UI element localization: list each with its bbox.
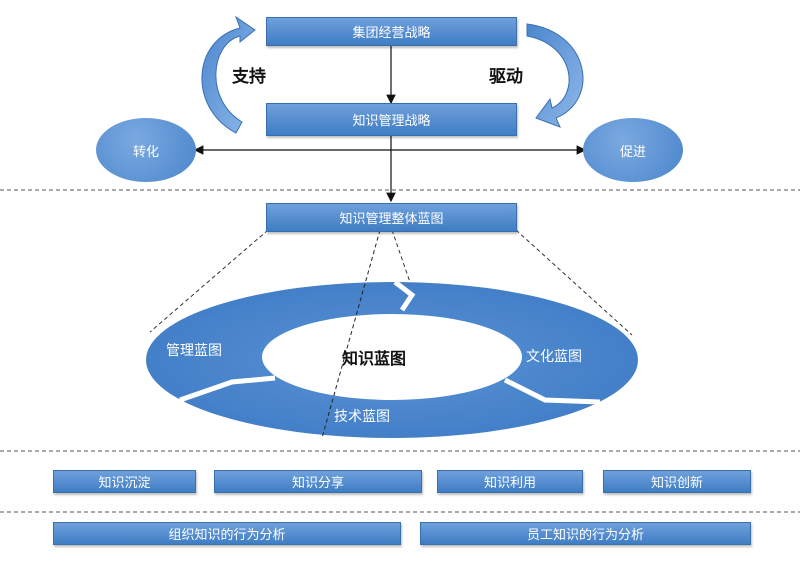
technology-blueprint-label: 技术蓝图 — [334, 409, 390, 425]
knowledge-sharing-box[interactable]: 知识分享 — [214, 470, 422, 493]
ring-gap-right — [503, 377, 601, 405]
km-strategy-box[interactable]: 知识管理战略 — [266, 103, 517, 136]
org-behavior-analysis-label: 组织知识的行为分析 — [168, 528, 286, 543]
overall-blueprint-label: 知识管理整体蓝图 — [339, 212, 444, 227]
knowledge-utilization-label: 知识利用 — [483, 476, 536, 491]
group-strategy-label: 集团经营战略 — [352, 26, 431, 41]
knowledge-deposit-label: 知识沉淀 — [98, 476, 151, 491]
support-label: 支持 — [232, 67, 266, 87]
km-strategy-label: 知识管理战略 — [352, 114, 431, 129]
ring-segment — [146, 282, 638, 438]
projection-line-left — [149, 229, 269, 333]
org-behavior-analysis-box[interactable]: 组织知识的行为分析 — [53, 522, 401, 545]
ring-gap-left — [179, 375, 276, 403]
projection-line-center — [391, 229, 413, 289]
knowledge-deposit-box[interactable]: 知识沉淀 — [53, 470, 196, 493]
employee-behavior-analysis-label: 员工知识的行为分析 — [526, 528, 644, 543]
knowledge-innovation-label: 知识创新 — [650, 476, 703, 491]
overall-blueprint-box[interactable]: 知识管理整体蓝图 — [266, 203, 517, 232]
promote-ellipse[interactable]: 促进 — [583, 118, 683, 182]
drive-curve-arrow — [526, 23, 584, 128]
promote-label: 促进 — [619, 144, 646, 160]
projection-line-through — [321, 229, 381, 439]
group-strategy-box[interactable]: 集团经营战略 — [266, 17, 517, 46]
employee-behavior-analysis-box[interactable]: 员工知识的行为分析 — [420, 522, 751, 545]
drive-label: 驱动 — [489, 67, 523, 87]
knowledge-utilization-box[interactable]: 知识利用 — [437, 470, 583, 493]
support-curve-arrow — [201, 15, 256, 134]
knowledge-sharing-label: 知识分享 — [291, 476, 344, 491]
blueprint-ring — [146, 280, 638, 438]
culture-blueprint-label: 文化蓝图 — [526, 349, 582, 365]
knowledge-innovation-box[interactable]: 知识创新 — [603, 470, 751, 493]
projection-line-right — [515, 229, 633, 336]
transform-ellipse[interactable]: 转化 — [96, 118, 196, 182]
knowledge-blueprint-title: 知识蓝图 — [342, 349, 407, 368]
management-blueprint-label: 管理蓝图 — [166, 343, 222, 359]
transform-label: 转化 — [132, 144, 159, 160]
ring-gap-top — [393, 280, 416, 312]
